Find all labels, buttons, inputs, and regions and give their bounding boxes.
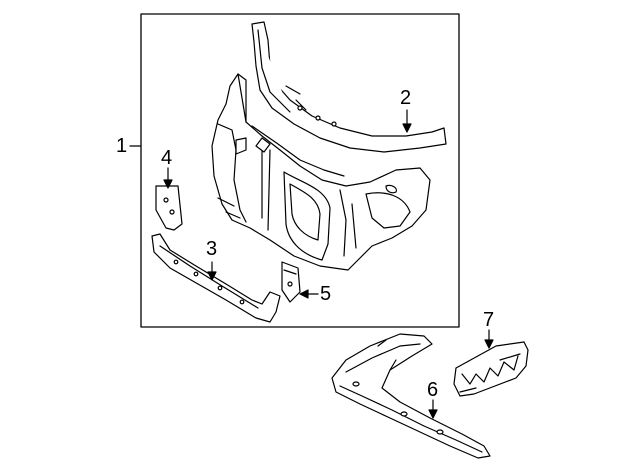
- callout-2-arrow: [402, 123, 412, 133]
- lower-tie-bar-part: [151, 233, 281, 323]
- shield-bracket-part: [453, 341, 529, 397]
- callout-2-label: 2: [400, 87, 412, 109]
- callout-5-label: 5: [320, 283, 332, 305]
- upper-tie-bar-part: [251, 21, 447, 153]
- callout-6-arrow: [428, 409, 438, 419]
- callout-6-label: 6: [427, 379, 439, 401]
- callout-5-arrow: [299, 289, 309, 299]
- callout-7-label: 7: [483, 309, 495, 331]
- callout-3-label: 3: [206, 238, 218, 260]
- radiator-support-frame: [211, 73, 431, 271]
- right-bracket-part: [281, 261, 301, 303]
- callout-7-arrow: [484, 339, 494, 349]
- assembly-group-box: [140, 13, 460, 328]
- callout-4-label: 4: [161, 147, 173, 169]
- callout-1-label: 1: [116, 135, 128, 157]
- callout-4-arrow: [163, 179, 173, 189]
- callout-3-arrow: [207, 271, 217, 281]
- splash-shield-part: [331, 333, 491, 459]
- left-bracket-part: [155, 185, 183, 231]
